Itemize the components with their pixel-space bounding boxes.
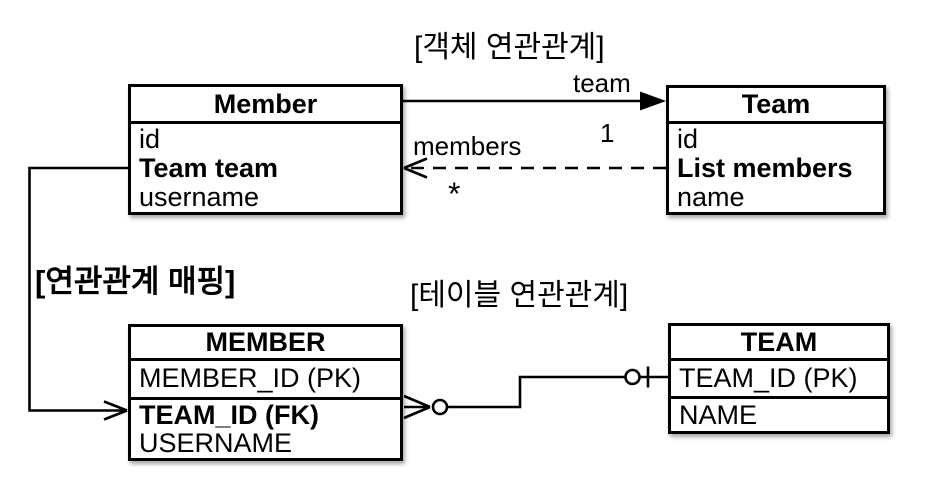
team-arrowhead-icon <box>640 91 666 111</box>
team-class-box: Team id List members name <box>666 85 886 215</box>
team-field-members: List members <box>677 153 853 183</box>
members-edge-label: members <box>413 131 522 161</box>
crows-foot-icon <box>403 394 431 420</box>
members-arrowhead-icon <box>403 157 428 179</box>
team-field-name: name <box>677 182 745 212</box>
table-relationship-title: [테이블 연관관계] <box>410 279 629 312</box>
member-class-fields: id Team team username <box>131 124 400 212</box>
member-class-box: Member id Team team username <box>128 84 403 215</box>
team-class-title: Team <box>669 88 883 124</box>
object-relationship-title: [객체 연관관계] <box>414 31 605 64</box>
mapping-title: [연관관계 매핑] <box>35 264 236 299</box>
team-table-pk-row: TEAM_ID (PK) <box>679 363 858 393</box>
team-side-zero-circle-icon <box>624 368 641 386</box>
multiplicity-one-label: 1 <box>600 118 615 148</box>
multiplicity-many-label: * <box>448 176 461 212</box>
table-relation-line <box>447 375 625 409</box>
member-table-username-row: USERNAME <box>139 428 293 458</box>
member-field-id: id <box>139 124 161 154</box>
team-field-id: id <box>677 124 699 154</box>
team-table-title: TEAM <box>671 326 887 361</box>
member-table-fk-row: TEAM_ID (FK) <box>131 397 400 430</box>
team-table-name-row: NAME <box>671 396 887 431</box>
mapping-elbow-line <box>28 166 128 412</box>
member-table-title: MEMBER <box>131 327 400 361</box>
member-table-box: MEMBER MEMBER_ID (PK) TEAM_ID (FK) USERN… <box>128 324 403 461</box>
member-field-username: username <box>139 182 260 212</box>
member-class-title: Member <box>131 87 400 124</box>
member-table-pk-row: MEMBER_ID (PK) <box>139 363 362 393</box>
member-side-zero-circle-icon <box>431 398 449 416</box>
team-table-box: TEAM TEAM_ID (PK) NAME <box>668 323 890 434</box>
team-class-fields: id List members name <box>669 124 883 212</box>
member-field-team: Team team <box>139 153 279 183</box>
mapping-arrowhead-icon <box>103 400 128 421</box>
team-edge-label: team <box>573 68 631 98</box>
